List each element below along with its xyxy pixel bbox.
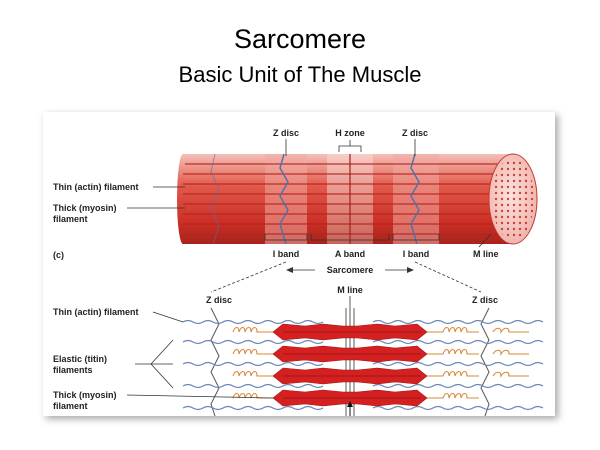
top-thick-filament-label-2: filament: [53, 214, 88, 224]
h-zone-label: H zone: [335, 128, 365, 138]
top-thick-filament-label-1: Thick (myosin): [53, 203, 117, 213]
z-disc-left-detail: [210, 307, 220, 416]
slide-subtitle: Basic Unit of The Muscle: [178, 62, 422, 87]
bottom-m-line-label: M line: [337, 285, 363, 295]
titin-label-2: filaments: [53, 365, 93, 375]
i-band-left-region: [265, 154, 307, 244]
i-band-right-label: I band: [403, 249, 430, 259]
top-z-disc-left-label: Z disc: [273, 128, 299, 138]
bottom-z-disc-left-label: Z disc: [206, 295, 232, 305]
sarcomere-diagram: Z disc H zone Z disc Thin (actin) filame…: [53, 128, 544, 416]
bottom-thin-filament-label: Thin (actin) filament: [53, 307, 139, 317]
actin-filaments: [182, 319, 544, 411]
z-disc-right-line: [410, 153, 420, 245]
a-band-label: A band: [335, 249, 365, 259]
z-disc-far-left-line: [210, 153, 220, 245]
titin-filaments: [232, 326, 529, 399]
bottom-thick-label-2: filament: [53, 401, 88, 411]
panel-label: (c): [53, 250, 64, 260]
sarcomere-label: Sarcomere: [327, 265, 374, 275]
z-disc-left-line: [279, 153, 289, 245]
myofibril-cylinder: [177, 153, 538, 245]
i-band-right-region: [393, 154, 439, 244]
bottom-z-disc-right-label: Z disc: [472, 295, 498, 305]
top-z-disc-right-label: Z disc: [402, 128, 428, 138]
bottom-thick-label-1: Thick (myosin): [53, 390, 117, 400]
top-thin-filament-label: Thin (actin) filament: [53, 182, 139, 192]
sarcomere-detail: [182, 307, 544, 416]
titin-label-1: Elastic (titin): [53, 354, 107, 364]
z-disc-right-detail: [480, 307, 490, 416]
sarcomere-figure: Z disc H zone Z disc Thin (actin) filame…: [43, 112, 555, 416]
i-band-left-label: I band: [273, 249, 300, 259]
slide-title: Sarcomere: [233, 24, 367, 54]
top-m-line-label: M line: [473, 249, 499, 259]
